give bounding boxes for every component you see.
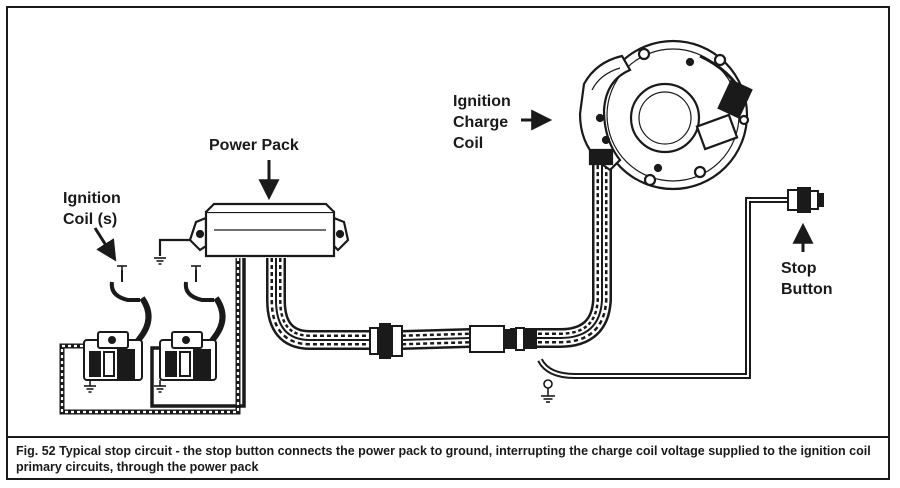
label-arrows <box>93 109 814 262</box>
ignition-coil-2 <box>159 270 226 381</box>
stop-button-wire <box>537 197 790 379</box>
ignition-coil-1 <box>83 270 152 381</box>
coil-primary-wires <box>59 258 246 415</box>
power-pack-ground-icon <box>154 238 190 265</box>
wiring-harness <box>266 160 612 350</box>
charge-coil-label: Ignition Charge Coil <box>453 93 511 152</box>
power-pack-label: Power Pack <box>209 137 299 154</box>
power-pack <box>188 202 350 258</box>
ignition-coil-arrow <box>93 227 117 262</box>
charge-coil-stator <box>578 39 753 191</box>
stop-button <box>787 187 824 213</box>
stop-button-label: Stop Button <box>781 260 833 298</box>
caption-divider <box>8 436 888 438</box>
harness-ground-icon <box>541 379 555 403</box>
ignition-coil-1-ground-icon <box>84 265 127 393</box>
figure-caption: Fig. 52 Typical stop circuit - the stop … <box>16 444 871 474</box>
ignition-coils-label: Ignition Coil (s) <box>63 190 121 228</box>
harness-connector <box>369 323 537 359</box>
ignition-coil-2-ground-icon <box>154 265 201 393</box>
